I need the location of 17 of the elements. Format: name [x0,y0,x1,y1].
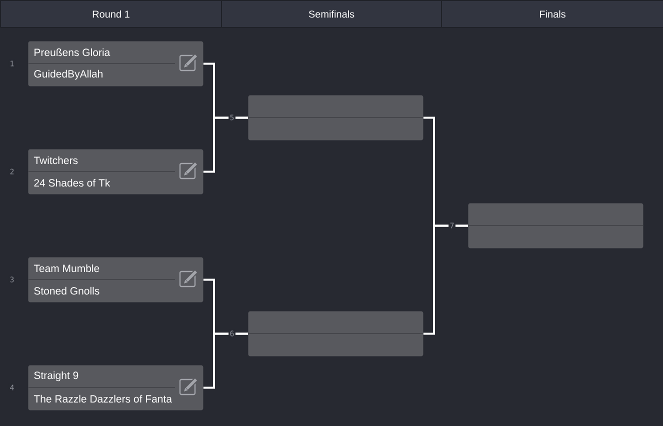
bracket-line [423,224,468,335]
team-name: The Razzle Dazzlers of Fanta [34,394,172,403]
team-name: 24 Shades of Tk [34,178,110,187]
team-name: Preußens Gloria [34,48,110,56]
column-header: Round 1 [0,0,222,28]
team-name: Team Mumble [34,264,100,272]
column-header: Finals [441,0,663,28]
bracket-line [203,332,248,389]
column-header: Semifinals [221,0,442,28]
team-name: Stoned Gnolls [34,286,100,295]
team-name: GuidedByAllah [34,70,102,80]
team-name: Twitchers [34,156,78,164]
team-name: Straight 9 [34,371,78,382]
match-box [468,203,644,248]
match-box [248,311,424,356]
match-box [248,95,424,140]
bracket-line [203,116,248,173]
